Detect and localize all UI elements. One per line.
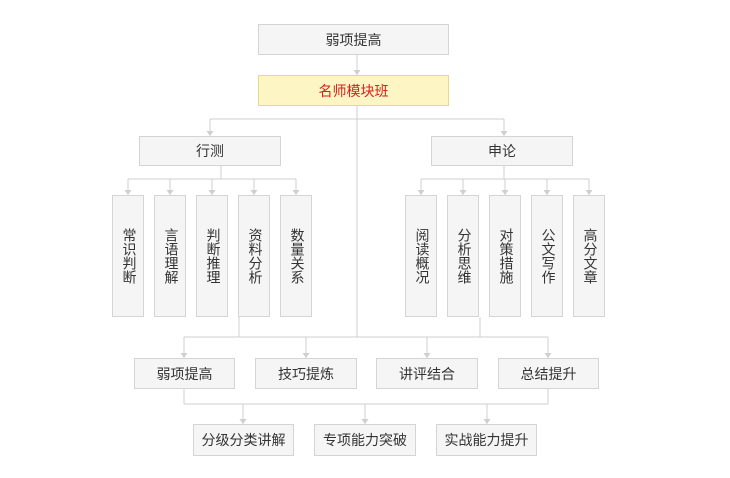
shenlun-topic-3: 对策措施: [489, 195, 521, 317]
method-node-4: 总结提升: [498, 358, 599, 389]
arrowhead: [353, 70, 361, 75]
outcome-node-2: 专项能力突破: [314, 424, 416, 456]
core-node: 名师模块班: [258, 75, 449, 106]
arrowhead: [501, 190, 509, 195]
method-node-3: 讲评结合: [376, 358, 478, 389]
arrowhead: [206, 131, 214, 136]
arrowhead: [423, 353, 431, 358]
branch-shenlun: 申论: [431, 136, 573, 166]
xingce-topic-2: 言语理解: [154, 195, 186, 317]
arrowhead: [544, 353, 552, 358]
arrowhead: [180, 353, 188, 358]
arrowhead: [124, 190, 132, 195]
root-node: 弱项提高: [258, 24, 449, 55]
xingce-topic-4: 资料分析: [238, 195, 270, 317]
shenlun-topic-4: 公文写作: [531, 195, 563, 317]
method-node-1: 弱项提高: [134, 358, 235, 389]
shenlun-topic-5: 高分文章: [573, 195, 605, 317]
shenlun-topic-1: 阅读概况: [405, 195, 437, 317]
outcome-node-1: 分级分类讲解: [193, 424, 294, 456]
arrowhead: [459, 190, 467, 195]
arrowhead: [585, 190, 593, 195]
branch-xingce: 行测: [139, 136, 281, 166]
outcome-node-3: 实战能力提升: [436, 424, 537, 456]
arrowhead: [250, 190, 258, 195]
method-node-2: 技巧提炼: [255, 358, 357, 389]
xingce-topic-3: 判断推理: [196, 195, 228, 317]
arrowhead: [302, 353, 310, 358]
arrowhead: [417, 190, 425, 195]
arrowhead: [500, 131, 508, 136]
arrowhead: [239, 419, 247, 424]
arrowhead: [292, 190, 300, 195]
arrowhead: [361, 419, 369, 424]
arrowhead: [543, 190, 551, 195]
xingce-topic-1: 常识判断: [112, 195, 144, 317]
arrowhead: [166, 190, 174, 195]
arrowhead: [483, 419, 491, 424]
xingce-topic-5: 数量关系: [280, 195, 312, 317]
shenlun-topic-2: 分析思维: [447, 195, 479, 317]
arrowhead: [208, 190, 216, 195]
